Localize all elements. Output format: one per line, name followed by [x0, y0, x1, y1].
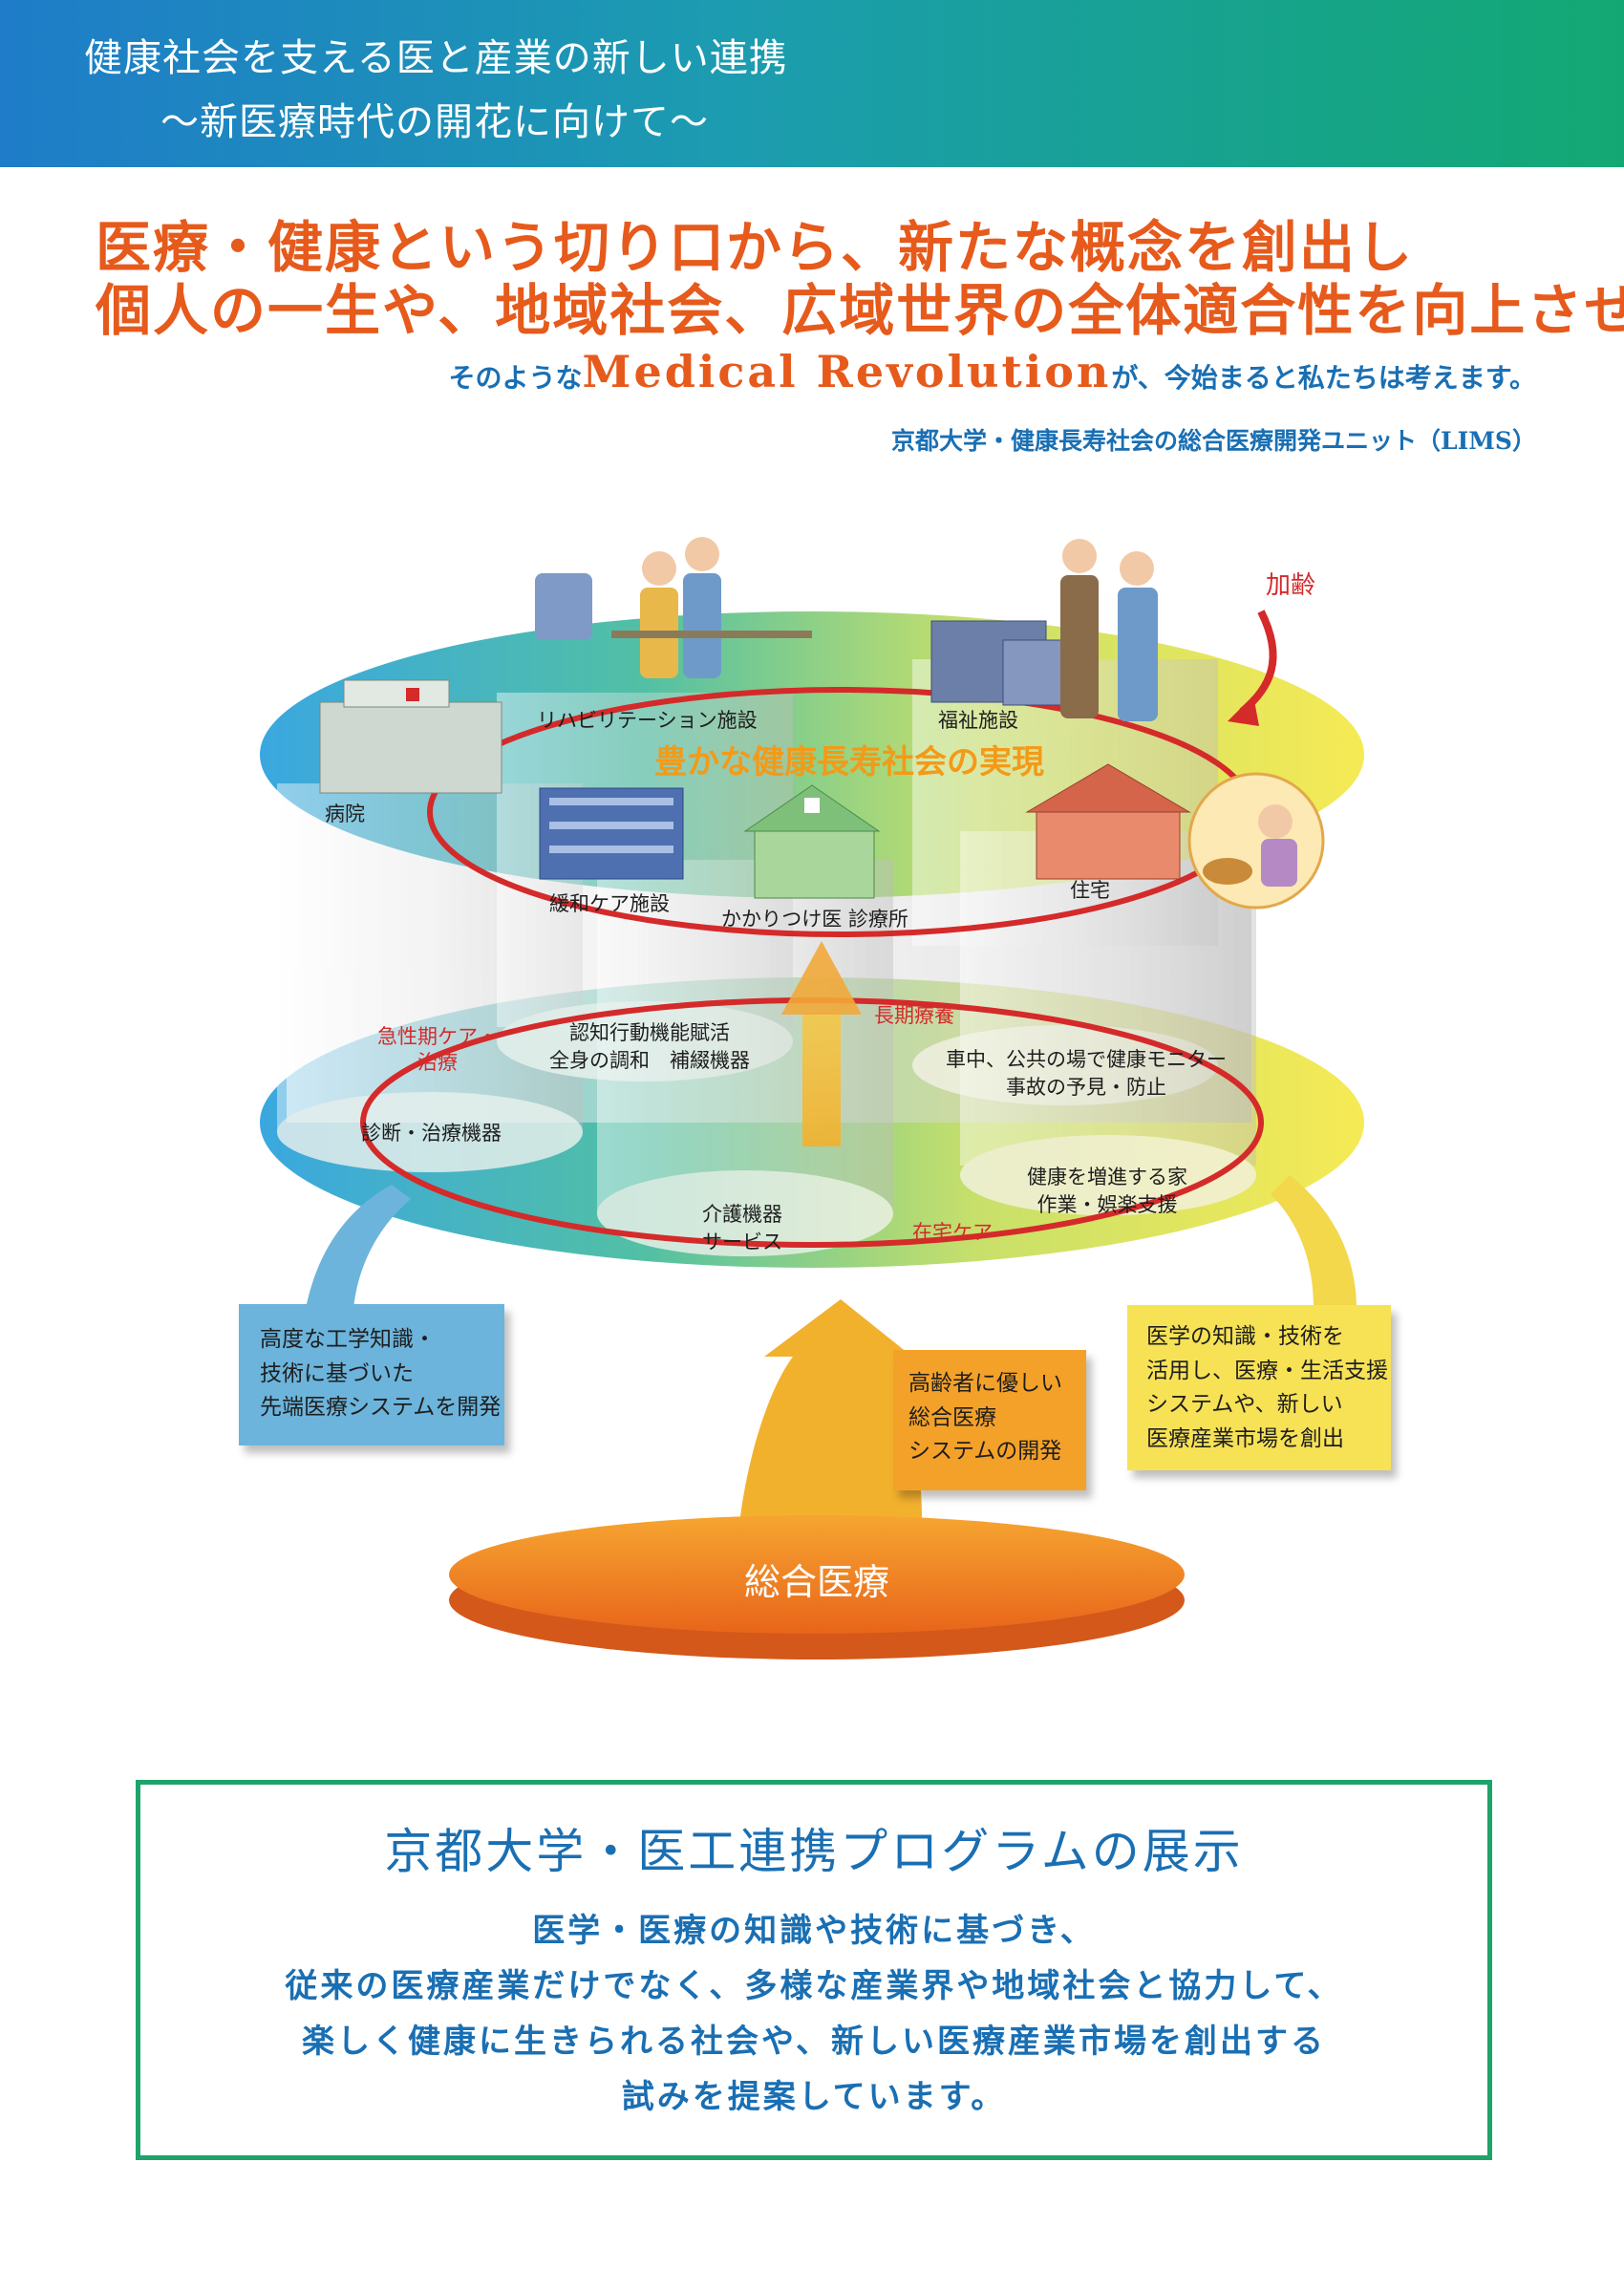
engineering-line-1: 高度な工学知識・	[260, 1327, 436, 1352]
acute-care-line-1: 急性期ケア・	[377, 1025, 498, 1048]
center-up-arrow	[781, 941, 862, 1015]
program-line-2: 従来の医療産業だけでなく、多様な産業界や地域社会と協力して、	[285, 1967, 1343, 2005]
medical-knowledge-line-2: 活用し、医療・生活支援	[1146, 1358, 1388, 1383]
monitor-line-2: 事故の予見・防止	[1006, 1076, 1166, 1100]
statement-prefix: そのような	[448, 362, 583, 394]
elderly-system-line-3: システムの開発	[908, 1439, 1062, 1465]
engineering-line-2: 技術に基づいた	[260, 1360, 414, 1386]
base-platform	[449, 1515, 1185, 1634]
program-box: 京都大学・医工連携プログラムの展示 医学・医療の知識や技術に基づき、 従来の医療…	[136, 1780, 1492, 2160]
statement: そのようなMedical Revolutionが、今始まると私たちは考えます。	[449, 346, 1536, 397]
base-up-arrow	[736, 1299, 923, 1586]
rehab-people-icon	[535, 537, 812, 678]
lead-line-2: 個人の一生や、地域社会、広域世界の全体適合性を向上させる	[96, 278, 1624, 343]
home-label: 住宅	[1070, 879, 1110, 902]
program-line-1: 医学・医療の知識や技術に基づき、	[532, 1912, 1096, 1950]
monitor-label: 車中、公共の場で健康モニター 事故の予見・防止	[946, 1046, 1227, 1103]
goal-label: 豊かな健康長寿社会の実現	[654, 743, 1044, 782]
care-equipment-label: 介護機器 サービス	[702, 1201, 782, 1257]
elderly-system-line-2: 総合医療	[908, 1404, 996, 1430]
medical-knowledge-box: 医学の知識・技術を 活用し、医療・生活支援 システムや、新しい 医療産業市場を創…	[1127, 1305, 1391, 1470]
home-care-label: 在宅ケア	[912, 1221, 993, 1244]
program-title: 京都大学・医工連携プログラムの展示	[384, 1824, 1244, 1879]
care-line-1: 介護機器	[702, 1203, 782, 1226]
header-banner: 健康社会を支える医と産業の新しい連携 ～新医療時代の開花に向けて～	[0, 0, 1624, 167]
base-label: 総合医療	[743, 1561, 889, 1603]
statement-highlight: Medical Revolution	[582, 346, 1112, 397]
hospital-icon	[319, 679, 502, 794]
medical-knowledge-line-1: 医学の知識・技術を	[1146, 1324, 1344, 1349]
monitor-line-1: 車中、公共の場で健康モニター	[946, 1048, 1227, 1071]
house-icon	[1025, 763, 1191, 880]
program-line-4: 試みを提案しています。	[621, 2078, 1007, 2116]
engineering-box: 高度な工学知識・ 技術に基づいた 先端医療システムを開発	[239, 1304, 504, 1445]
acute-care-line-2: 治療	[417, 1051, 458, 1075]
header-subtitle: ～新医療時代の開花に向けて～	[160, 100, 709, 144]
cognitive-line-2: 全身の調和 補綴機器	[549, 1049, 750, 1073]
concept-diagram	[260, 537, 1364, 1659]
lead-line-1: 医療・健康という切り口から、新たな概念を創出し	[96, 215, 1415, 280]
hospital-label: 病院	[325, 803, 365, 825]
rehab-label: リハビリテーション施設	[537, 709, 758, 732]
blue-callout-tail	[306, 1185, 411, 1309]
statement-suffix: が、今始まると私たちは考えます。	[1111, 362, 1536, 394]
acute-care-label: 急性期ケア・ 治療	[377, 1024, 498, 1077]
palliative-facility-icon	[539, 787, 684, 880]
engineering-line-3: 先端医療システムを開発	[260, 1395, 502, 1421]
clinic-label: かかりつけ医 診療所	[721, 908, 908, 931]
program-line-3: 楽しく健康に生きられる社会や、新しい医療産業市場を創出する	[302, 2023, 1326, 2061]
care-line-2: サービス	[702, 1231, 782, 1254]
house-line-1: 健康を増進する家	[1027, 1166, 1187, 1188]
diagnosis-label: 診断・治療機器	[361, 1122, 502, 1145]
elderly-walking-icon	[1060, 539, 1158, 721]
healthy-house-label: 健康を増進する家 作業・娯楽支援	[1027, 1164, 1187, 1220]
yellow-callout-tail	[1271, 1175, 1357, 1309]
welfare-facility-icon	[930, 620, 1066, 706]
longterm-care-label: 長期療養	[874, 1004, 954, 1027]
clinic-icon	[743, 784, 881, 899]
house-line-2: 作業・娯楽支援	[1036, 1193, 1178, 1217]
medical-knowledge-line-3: システムや、新しい	[1146, 1392, 1343, 1418]
welfare-label: 福祉施設	[938, 709, 1018, 732]
palliative-label: 緩和ケア施設	[549, 892, 670, 915]
header-title: 健康社会を支える医と産業の新しい連携	[84, 36, 788, 80]
elderly-system-line-1: 高齢者に優しい	[908, 1371, 1062, 1396]
medical-knowledge-line-4: 医療産業市場を創出	[1146, 1425, 1344, 1451]
cognitive-line-1: 認知行動機能賦活	[569, 1021, 730, 1044]
aging-label: 加齢	[1266, 571, 1316, 600]
cognitive-label: 認知行動機能賦活 全身の調和 補綴機器	[549, 1019, 750, 1076]
elderly-system-box: 高齢者に優しい 総合医療 システムの開発	[893, 1350, 1086, 1490]
unit-name: 京都大学・健康長寿社会の総合医療開発ユニット（LIMS）	[890, 427, 1536, 455]
cooking-elder-icon	[1187, 772, 1325, 910]
